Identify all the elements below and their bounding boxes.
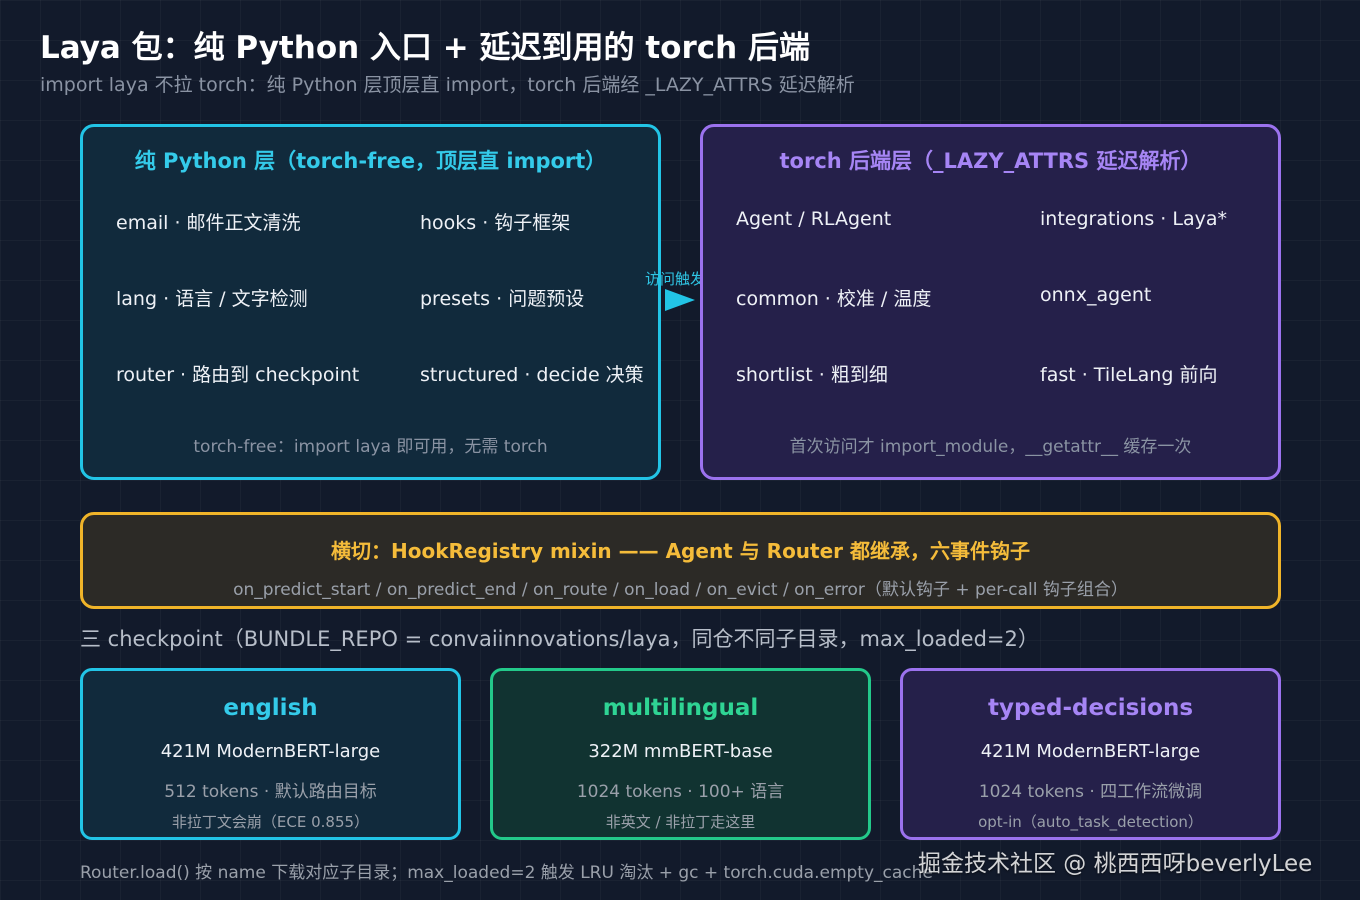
page-subtitle: import laya 不拉 torch：纯 Python 层顶层直 impor… (40, 74, 855, 96)
checkpoint-note: 非英文 / 非拉丁走这里 (605, 813, 756, 831)
module-integrations: integrations · Laya* (1040, 208, 1228, 230)
checkpoint-note: opt-in（auto_task_detection） (978, 813, 1203, 831)
arrow-right-icon (665, 289, 695, 311)
checkpoint-tokens: 512 tokens · 默认路由目标 (164, 782, 377, 802)
module-email: email · 邮件正文清洗 (116, 212, 301, 234)
module-common: common · 校准 / 温度 (736, 288, 932, 310)
module-shortlist: shortlist · 粗到细 (736, 364, 888, 386)
torch-layer-note: 首次访问才 import_module，__getattr__ 缓存一次 (789, 437, 1192, 457)
python-layer-title: 纯 Python 层（torch-free，顶层直 import） (134, 149, 607, 173)
python-layer-note: torch-free：import laya 即可用，无需 torch (193, 437, 548, 457)
checkpoint-name: multilingual (602, 695, 759, 721)
checkpoints-heading: 三 checkpoint（BUNDLE_REPO = convaiinnovat… (80, 627, 1039, 651)
checkpoint-card-multilingual: multilingual 322M mmBERT-base 1024 token… (490, 668, 871, 840)
checkpoint-name: english (223, 695, 318, 721)
footer-note: Router.load() 按 name 下载对应子目录；max_loaded=… (80, 863, 933, 883)
checkpoint-model: 421M ModernBERT-large (160, 741, 381, 762)
page-title: Laya 包：纯 Python 入口 + 延迟到用的 torch 后端 (40, 30, 810, 66)
watermark: 掘金技术社区 @ 桃西西呀beverlyLee (918, 851, 1313, 877)
checkpoint-card-english: english 421M ModernBERT-large 512 tokens… (80, 668, 461, 840)
checkpoint-model: 421M ModernBERT-large (980, 741, 1201, 762)
module-presets: presets · 问题预设 (420, 288, 585, 310)
module-agent: Agent / RLAgent (736, 208, 892, 230)
torch-layer-title: torch 后端层（_LAZY_ATTRS 延迟解析） (779, 149, 1202, 173)
module-fast: fast · TileLang 前向 (1040, 364, 1218, 386)
crosscut-panel: 横切：HookRegistry mixin —— Agent 与 Router … (80, 512, 1281, 609)
crosscut-title: 横切：HookRegistry mixin —— Agent 与 Router … (330, 539, 1030, 563)
torch-layer-panel: torch 后端层（_LAZY_ATTRS 延迟解析） Agent / RLAg… (700, 124, 1281, 480)
python-layer-panel: 纯 Python 层（torch-free，顶层直 import） email … (80, 124, 661, 480)
module-structured: structured · decide 决策 (420, 364, 644, 386)
module-router: router · 路由到 checkpoint (116, 364, 360, 386)
checkpoint-tokens: 1024 tokens · 四工作流微调 (978, 782, 1203, 802)
module-lang: lang · 语言 / 文字检测 (116, 288, 308, 310)
crosscut-events: on_predict_start / on_predict_end / on_r… (233, 580, 1128, 600)
checkpoint-card-typed-decisions: typed-decisions 421M ModernBERT-large 10… (900, 668, 1281, 840)
checkpoint-model: 322M mmBERT-base (588, 741, 773, 762)
arrow-label: 访问触发 (645, 270, 706, 288)
checkpoint-note: 非拉丁文会崩（ECE 0.855） (171, 813, 370, 831)
module-hooks: hooks · 钩子框架 (420, 212, 571, 234)
module-onnx-agent: onnx_agent (1040, 284, 1152, 306)
checkpoint-tokens: 1024 tokens · 100+ 语言 (576, 782, 785, 802)
checkpoint-name: typed-decisions (987, 695, 1194, 721)
